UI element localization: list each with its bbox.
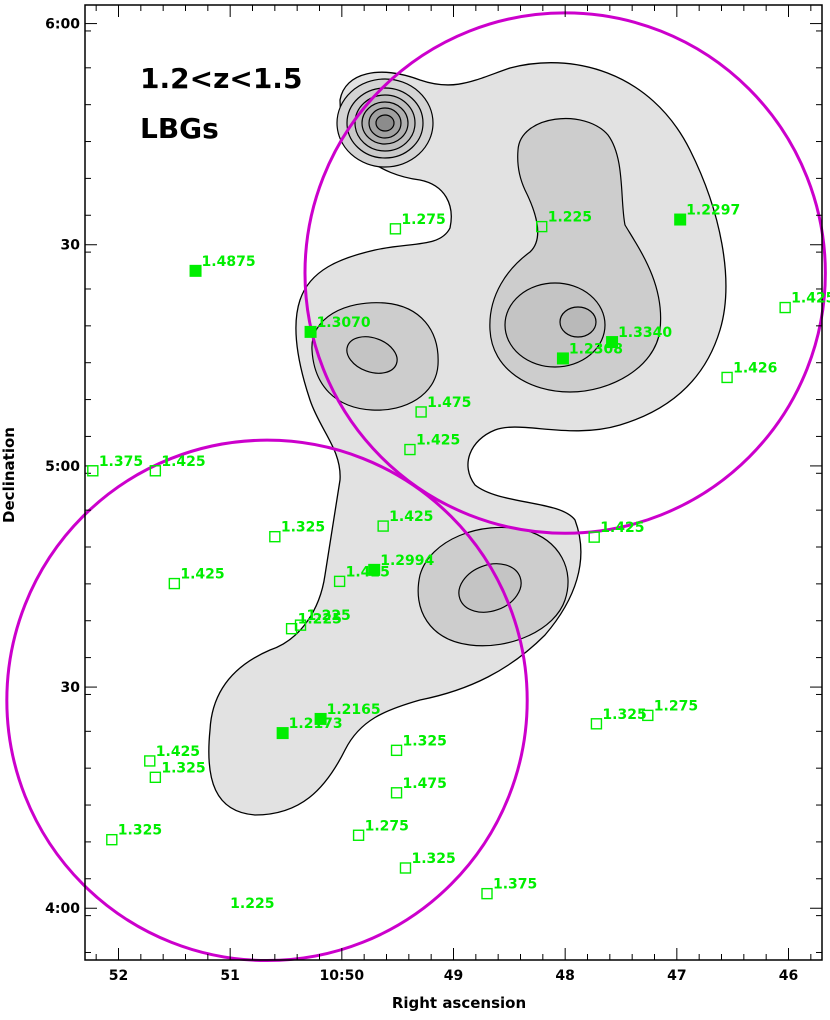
open-point: [149, 465, 162, 477]
contour-peak-west: [346, 336, 398, 374]
filled-point: [276, 727, 289, 740]
open-point: [642, 709, 654, 722]
open-point-label: 1.325: [281, 520, 325, 536]
contour-outer: [208, 62, 727, 816]
filled-point-label: 1.3070: [317, 315, 371, 331]
x-axis-title: Right ascension: [392, 994, 526, 1012]
open-point: [588, 531, 600, 543]
open-point: [377, 520, 389, 532]
open-point: [390, 744, 403, 757]
open-point-label: 1.225: [307, 608, 351, 624]
filled-point: [606, 336, 619, 349]
open-point-label: 1.425: [346, 564, 390, 580]
x-tick-label: 47: [667, 968, 686, 984]
filled-point-label: 1.2308: [569, 341, 623, 357]
y-tick-label: 4:00: [45, 901, 80, 917]
open-point-label: 1.426: [733, 360, 777, 376]
open-point: [144, 755, 156, 767]
tick-labels: 52 51 10:50 49 48 47 46 6:00 30 5:00 30 4:00: [45, 17, 798, 984]
open-point-label: 1.225: [548, 210, 592, 226]
open-point: [536, 220, 548, 233]
open-point-label: 1.375: [99, 454, 143, 470]
open-point-label: 1.225: [298, 612, 342, 628]
open-point: [285, 622, 298, 635]
open-point-label: 1.325: [602, 707, 646, 723]
open-point: [87, 465, 99, 477]
x-tick-label: 49: [444, 968, 463, 984]
filled-point-label: 1.2297: [686, 203, 740, 219]
open-point: [481, 887, 493, 900]
open-point: [168, 577, 181, 590]
open-point-label: 1.425: [156, 744, 200, 760]
open-point: [399, 862, 412, 874]
filled-point-label: 1.2165: [327, 702, 381, 718]
open-point: [269, 530, 281, 543]
open-point-label: 1.375: [493, 877, 537, 893]
open-point: [779, 301, 791, 314]
contour-level-3-east: [504, 282, 606, 368]
open-point-label: 1.425: [389, 509, 433, 525]
open-point: [415, 406, 427, 418]
open-point-label: 1.325: [118, 823, 162, 839]
filled-point: [674, 213, 687, 226]
open-point: [106, 833, 118, 846]
open-point-label: 1.475: [403, 776, 447, 792]
open-point-label: 1.275: [401, 212, 445, 228]
open-point-label: 1.325: [161, 760, 205, 776]
open-point-label: 1.275: [654, 698, 698, 714]
open-point-label: 1.475: [427, 395, 471, 411]
filled-point-label: 1.3340: [618, 325, 672, 341]
open-point-label: 1.425: [161, 454, 205, 470]
open-point-label: 1.425: [791, 291, 830, 307]
y-tick-label: 6:00: [45, 17, 80, 33]
open-point: [389, 223, 402, 235]
filled-point: [368, 563, 381, 576]
contour-peak-east: [559, 306, 597, 338]
open-point: [404, 443, 416, 456]
filled-point: [189, 264, 202, 277]
filled-point: [556, 352, 569, 365]
open-point: [390, 787, 403, 799]
contour-north-ring-5: [375, 114, 395, 132]
unmarked-point-label: 1.225: [230, 896, 274, 912]
open-point-label: 1.425: [416, 433, 460, 449]
x-tick-label: 46: [779, 968, 798, 984]
y-tick-label: 30: [61, 680, 81, 696]
open-point: [352, 829, 365, 841]
open-point: [294, 619, 307, 631]
x-tick-label: 51: [220, 968, 239, 984]
y-tick-label: 5:00: [45, 459, 80, 475]
density-contours: [208, 62, 727, 816]
open-point: [149, 771, 162, 784]
x-tick-label: 48: [555, 968, 574, 984]
open-point: [333, 575, 346, 588]
filled-point-label: 1.4875: [202, 254, 256, 270]
open-point: [721, 371, 733, 384]
plot-frame: [84, 4, 823, 961]
open-point-label: 1.275: [365, 818, 409, 834]
x-tick-label: 10:50: [320, 968, 365, 984]
open-point-label: 1.425: [180, 567, 224, 583]
open-point-label: 1.325: [411, 851, 455, 867]
filled-point-label: 1.2994: [380, 553, 434, 569]
chart-title-line-2: LBGs: [140, 112, 219, 145]
open-point: [590, 718, 603, 730]
filled-point-label: 1.2173: [289, 716, 343, 732]
chart-title-line-1: 1.2<z<1.5: [140, 62, 302, 95]
filled-point: [314, 712, 327, 725]
open-point-label: 1.325: [403, 733, 447, 749]
filled-point: [304, 325, 317, 338]
x-tick-label: 52: [109, 968, 128, 984]
open-point-label: 1.425: [600, 520, 644, 536]
y-tick-label: 30: [61, 238, 81, 254]
y-axis-title: Declination: [0, 427, 18, 523]
